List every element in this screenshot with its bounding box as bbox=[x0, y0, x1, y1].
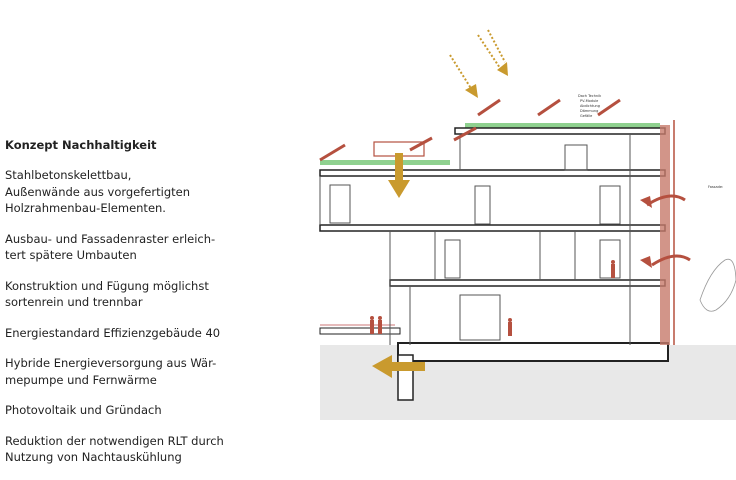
line: Photovoltaik und Gründach bbox=[5, 403, 162, 417]
paragraph-structure: Stahlbetonskelettbau, Außenwände aus vorg… bbox=[5, 167, 240, 217]
green-roof-top bbox=[465, 123, 660, 128]
tree-outline bbox=[699, 258, 736, 312]
paragraph-grid: Ausbau- und Fassadenraster erleich-tert … bbox=[5, 231, 240, 264]
green-roof-low bbox=[320, 160, 450, 165]
line: Ausbau- und Fassadenraster erleich- bbox=[5, 231, 216, 246]
exhaust-arrow-icon bbox=[372, 355, 425, 378]
line: sortenrein und trennbar bbox=[5, 295, 143, 309]
paragraph-energy-supply: Hybride Energieversorgung aus Wär-mepump… bbox=[5, 355, 240, 388]
paragraph-construction: Konstruktion und Fügung möglichst sortenr… bbox=[5, 278, 240, 311]
building-section-drawing: Dach Technik PV-Module Abdichtung Dämmun… bbox=[319, 29, 736, 420]
paragraph-pv: Photovoltaik und Gründach bbox=[5, 402, 240, 419]
line: Nutzung von Nachtauskühlung bbox=[5, 450, 182, 464]
walls bbox=[319, 134, 631, 345]
pv-modules bbox=[319, 98, 621, 162]
air-downflow-arrow-icon bbox=[388, 153, 410, 198]
roof-item: Dämmung bbox=[580, 109, 598, 113]
basement-lower bbox=[397, 354, 414, 401]
paragraph-energy-standard: Energiestandard Effizienzgebäude 40 bbox=[5, 325, 240, 342]
basement bbox=[397, 342, 669, 362]
roof-item: Gefälle bbox=[580, 114, 592, 118]
line: Außenwände aus vorgefertigten bbox=[5, 184, 190, 199]
line: Energiestandard Effizienzgebäude 40 bbox=[5, 325, 221, 340]
heading: Konzept Nachhaltigkeit bbox=[5, 138, 157, 152]
sustainability-text: Konzept Nachhaltigkeit Stahlbetonskelett… bbox=[5, 137, 240, 480]
line: Holzrahmenbau-Elementen. bbox=[5, 201, 166, 215]
line: Reduktion der notwendigen RLT durch bbox=[5, 433, 224, 448]
people-figures bbox=[370, 260, 615, 336]
line: mepumpe und Fernwärme bbox=[5, 372, 157, 387]
roof-label: Dach Technik bbox=[578, 94, 602, 98]
sun-arrows-icon bbox=[449, 29, 506, 91]
roof-item: PV-Module bbox=[580, 99, 598, 103]
line: Konstruktion und Fügung möglichst bbox=[5, 278, 209, 293]
line: Hybride Energieversorgung aus Wär- bbox=[5, 356, 217, 370]
line: Stahlbetonskelettbau, bbox=[5, 168, 132, 182]
terrace-slab bbox=[319, 327, 401, 335]
roof-item: Abdichtung bbox=[580, 104, 600, 108]
facade-label: Fassade: bbox=[708, 185, 723, 189]
facade-timber-elements bbox=[660, 125, 670, 345]
line: tert spätere Umbauten bbox=[5, 248, 137, 262]
